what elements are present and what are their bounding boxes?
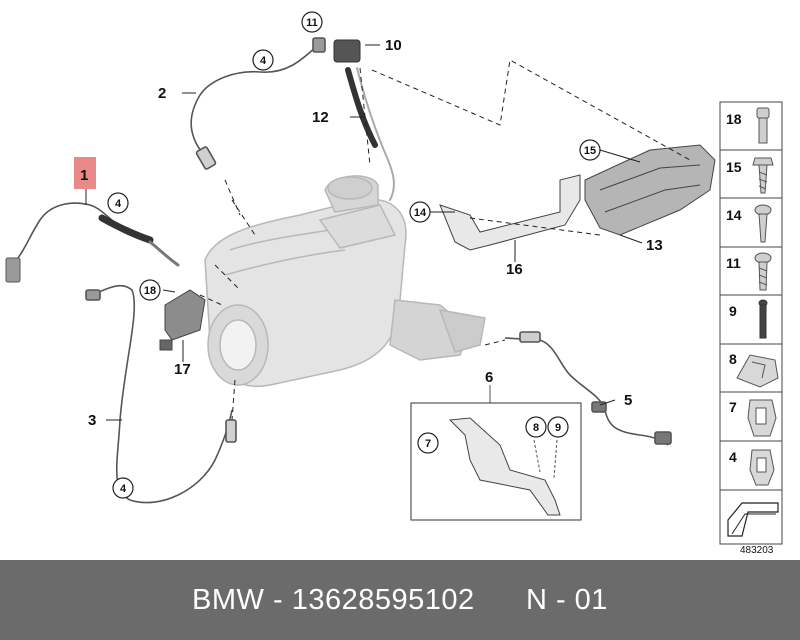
callout-13: 13 — [646, 237, 663, 254]
callout-4-left: 4 — [115, 198, 122, 210]
callout-18: 18 — [144, 285, 156, 297]
callout-5: 5 — [624, 392, 632, 409]
particulate-filter — [204, 175, 486, 388]
diagram-code: 483203 — [740, 545, 774, 556]
callout-11: 11 — [306, 17, 318, 29]
footer-code: N - 01 — [525, 583, 608, 616]
cable-clip-icon — [736, 354, 779, 388]
callout-7: 7 — [425, 438, 431, 450]
callout-2: 2 — [158, 85, 166, 102]
sensor-1 — [5, 202, 180, 283]
torx-bolt-icon — [756, 107, 770, 144]
callout-3: 3 — [88, 412, 96, 429]
legend-num-4: 4 — [729, 449, 737, 465]
parts-diagram: 1 2 3 5 6 10 12 13 16 17 4 4 4 7 8 9 11 … — [5, 11, 783, 556]
legend-num-18: 18 — [726, 111, 742, 127]
arrow-icon — [727, 502, 779, 537]
callout-16: 16 — [506, 261, 523, 278]
footer-brand: BMW — [192, 583, 265, 616]
bracket-17 — [159, 289, 206, 351]
callout-9: 9 — [555, 422, 561, 434]
sensor-5 — [504, 331, 672, 446]
callout-4-bottom: 4 — [120, 483, 127, 495]
legend-num-9: 9 — [729, 303, 737, 319]
legend-num-8: 8 — [729, 351, 737, 367]
holder-clip-icon — [749, 449, 775, 486]
legend-panel: 18 15 14 11 9 8 7 4 — [719, 101, 783, 556]
sensor-2 — [190, 37, 326, 170]
callout-14: 14 — [414, 207, 427, 219]
callout-15: 15 — [584, 145, 596, 157]
legend-num-11: 11 — [726, 255, 741, 271]
callout-8: 8 — [533, 422, 539, 434]
flange-screw-icon — [752, 157, 774, 194]
dashed-lines — [199, 59, 691, 421]
bracket-13 — [584, 144, 716, 236]
bolt-icon — [758, 299, 768, 339]
retaining-clip-icon — [747, 399, 777, 437]
highlight-callout-1 — [74, 157, 96, 189]
torx-screw-icon — [754, 252, 772, 291]
callout-4-top: 4 — [260, 55, 267, 67]
sensor-3 — [85, 285, 237, 504]
legend-num-14: 14 — [726, 207, 742, 223]
circle-callout-labels: 4 4 4 7 8 9 11 14 15 18 — [115, 17, 596, 495]
bracket-16 — [439, 174, 581, 251]
callout-6: 6 — [485, 369, 493, 386]
footer-bar: BMW - 13628595102 N - 01 — [0, 560, 800, 640]
callout-10: 10 — [385, 37, 402, 54]
screw-icon — [754, 204, 772, 243]
footer-part-number: 13628595102 — [291, 583, 475, 616]
footer-gap — [475, 584, 526, 617]
callout-labels: 1 2 3 5 6 10 12 13 16 17 — [80, 37, 663, 429]
callout-1: 1 — [80, 167, 88, 184]
footer-separator: - — [264, 583, 292, 616]
pressure-pipe-12 — [333, 39, 395, 201]
callout-17: 17 — [174, 361, 191, 378]
leader-lines — [85, 44, 643, 421]
legend-num-15: 15 — [726, 159, 742, 175]
circle-callouts — [107, 11, 601, 499]
legend-num-7: 7 — [729, 399, 737, 415]
detail-box-6 — [410, 385, 582, 521]
callout-12: 12 — [312, 109, 329, 126]
